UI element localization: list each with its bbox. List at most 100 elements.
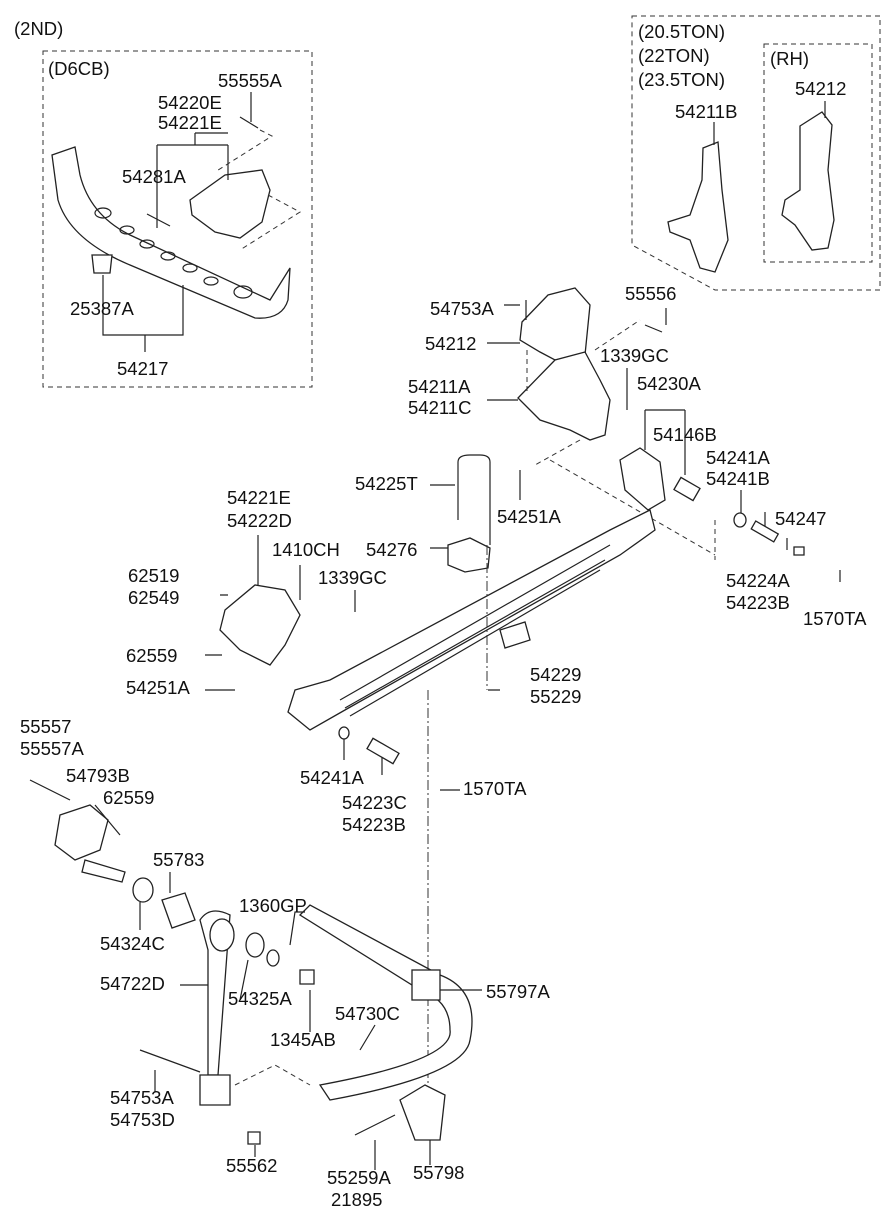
part-label: 54146B: [653, 424, 717, 445]
part-label: 54211C: [408, 397, 471, 418]
part-label: 54211B: [675, 101, 737, 122]
part-label: 55562: [226, 1155, 277, 1176]
hanger-54212-rh: [781, 111, 835, 251]
u-bolt-54225T: [457, 454, 491, 545]
part-label: 55798: [413, 1162, 464, 1183]
part-label: 54229: [530, 664, 581, 685]
assembly-lines-stab: [234, 1064, 311, 1086]
part-label: 1360GP: [239, 895, 307, 916]
ton-group-box: [631, 15, 881, 291]
part-label: 54223C: [342, 792, 407, 813]
leader-lines-d6cb: [102, 92, 252, 352]
part-label: 54251A: [497, 506, 561, 527]
part-label: 54730C: [335, 1003, 400, 1024]
bolt-55557: [29, 779, 71, 801]
leader-lines-stab: [94, 804, 482, 1170]
bracket-54221E: [219, 584, 301, 666]
part-label: 62559: [126, 645, 177, 666]
part-label: 54753D: [110, 1109, 175, 1130]
washer-1360GP: [266, 949, 280, 967]
part-label: 54220E: [158, 92, 222, 113]
part-label: 54247: [775, 508, 826, 529]
pad-54276: [447, 537, 491, 573]
part-label: 54221E: [227, 487, 291, 508]
part-label: 54793B: [66, 765, 130, 786]
assembly-lines-hanger: [526, 319, 716, 560]
hanger-54211B: [667, 141, 729, 273]
bushing-25387A: [91, 254, 113, 274]
stub-shaft: [81, 859, 126, 883]
part-label: 55556: [625, 283, 676, 304]
part-label: 54753A: [110, 1087, 174, 1108]
leader-lines-ton: [713, 101, 826, 145]
leader-lines-hanger: [487, 308, 841, 582]
part-label: 1339GC: [318, 567, 387, 588]
bracket-54793B: [54, 804, 109, 861]
rh-group-box: [763, 43, 873, 263]
axle-stub: [499, 621, 531, 649]
part-label: 54241A: [300, 767, 364, 788]
label-rh: (RH): [770, 48, 809, 69]
part-label: 54222D: [227, 510, 292, 531]
label-ton: (22TON): [638, 45, 710, 66]
part-label: 1345AB: [270, 1029, 336, 1050]
part-label: 55797A: [486, 981, 550, 1002]
part-label: 54225T: [355, 473, 418, 494]
label-2nd: (2ND): [14, 18, 63, 39]
center-bolt-line: [427, 545, 488, 1090]
crossmember-holes: [94, 207, 253, 299]
part-label: 54281A: [122, 166, 186, 187]
part-label: 55555A: [218, 70, 282, 91]
pin-54224A: [750, 520, 780, 543]
part-label: 55557: [20, 716, 71, 737]
leaf-spring-leaves: [339, 544, 611, 717]
part-label: 1570TA: [803, 608, 867, 629]
part-label: 54753A: [430, 298, 494, 319]
part-label: 54223B: [342, 814, 406, 835]
part-label: 25387A: [70, 298, 134, 319]
part-label: 55557A: [20, 738, 84, 759]
clamp-link: [199, 1074, 231, 1106]
washer-54241A-lower: [338, 726, 350, 740]
part-label: 54276: [366, 539, 417, 560]
part-label: 1410CH: [272, 539, 340, 560]
shackle-54230A: [619, 447, 666, 511]
part-label: 54212: [425, 333, 476, 354]
bolt-55259A: [354, 1114, 396, 1136]
part-label: 54324C: [100, 933, 165, 954]
part-label: 21895: [331, 1189, 382, 1210]
part-label: 54230A: [637, 373, 701, 394]
washer-54324C: [132, 877, 154, 903]
bolt-55555A: [239, 116, 259, 129]
part-label: 54211A: [408, 376, 471, 397]
pin-54281A: [146, 213, 171, 227]
part-label: 54722D: [100, 973, 165, 994]
part-label: 54224A: [726, 570, 790, 591]
nut-54247: [793, 546, 805, 556]
leaf-spring: [287, 509, 656, 731]
part-label: 54251A: [126, 677, 190, 698]
part-label: 55259A: [327, 1167, 391, 1188]
label-ton: (23.5TON): [638, 69, 725, 90]
bracket-54220E: [189, 169, 271, 239]
leader-lines-front: [205, 484, 500, 791]
part-label: 62549: [128, 587, 179, 608]
part-label: 54241B: [706, 468, 770, 489]
bracket-54212: [519, 287, 591, 361]
part-label: 54217: [117, 358, 168, 379]
part-label: 55783: [153, 849, 204, 870]
washer-54241A: [733, 512, 747, 528]
part-label: 62519: [128, 565, 179, 586]
part-label: 54223B: [726, 592, 790, 613]
nut-1345AB: [299, 969, 315, 985]
bushing-54146B: [673, 476, 701, 502]
bolt-54753A-lower: [139, 1049, 201, 1073]
part-label: 1570TA: [463, 778, 527, 799]
d6cb-group-box: [42, 50, 313, 388]
part-label: 54212: [795, 78, 846, 99]
bushing-55797A: [411, 969, 441, 1001]
part-labels: (2ND) (D6CB) 55555A 54220E 54221E 54281A…: [14, 18, 867, 1210]
eye-54722D: [209, 918, 235, 952]
label-d6cb: (D6CB): [48, 58, 110, 79]
